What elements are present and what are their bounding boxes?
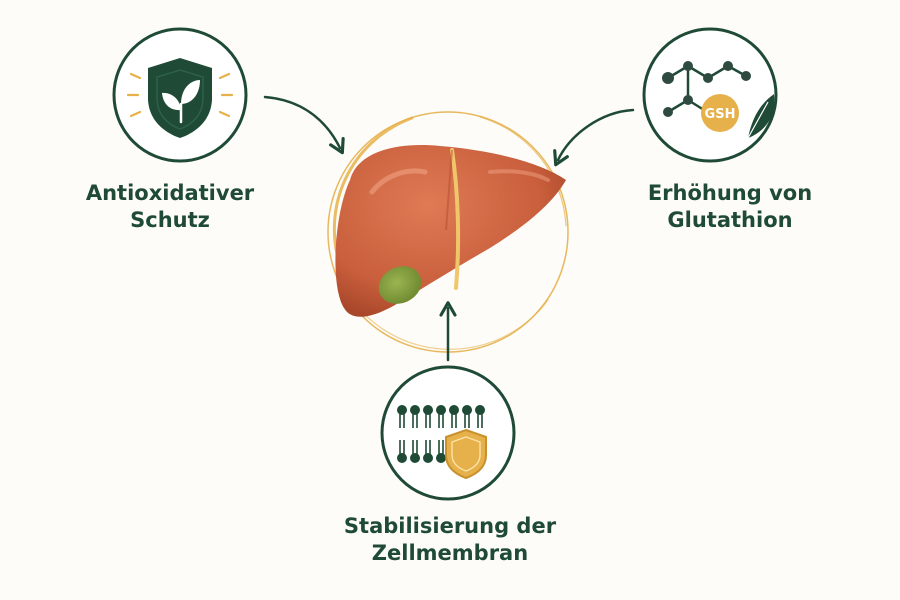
label-glutathione: Erhöhung von Glutathion [610,180,850,234]
membrane-shield-inner [451,436,481,472]
lipid-head [436,405,446,415]
liver-icon [335,145,566,317]
label-antioxidative: Antioxidativer Schutz [70,180,270,234]
label-antioxidative-line1: Antioxidativer [85,181,255,205]
label-membrane-line1: Stabilisierung der [343,514,557,538]
lipid-head [475,405,485,415]
gsh-badge-text: GSH [705,107,736,122]
lipid-head [449,405,459,415]
lipid-head [410,405,420,415]
arrow-glutathione-to-liver [553,108,635,167]
label-membrane: Stabilisierung der Zellmembran [305,513,595,567]
lipid-head [423,453,433,463]
lipid-head [436,453,446,463]
node-membrane [380,365,516,501]
label-glutathione-line1: Erhöhung von [647,181,813,205]
cell-membrane-shield-icon [397,405,487,480]
membrane-shield [445,428,487,480]
label-antioxidative-line2: Schutz [130,208,210,232]
gallbladder [378,266,422,304]
node-antioxidative [112,27,248,163]
label-membrane-line2: Zellmembran [371,541,529,565]
glutathione-molecule-icon: GSH [662,61,775,139]
shield-leaf-icon [126,58,234,138]
lipid-head [397,405,407,415]
lipid-head [423,405,433,415]
lipid-head [397,453,407,463]
lipid-head [462,405,472,415]
arrow-antioxidative-to-liver [263,95,345,155]
lipid-head [410,453,420,463]
node-glutathione: GSH [642,27,778,163]
label-glutathione-line2: Glutathion [667,208,793,232]
